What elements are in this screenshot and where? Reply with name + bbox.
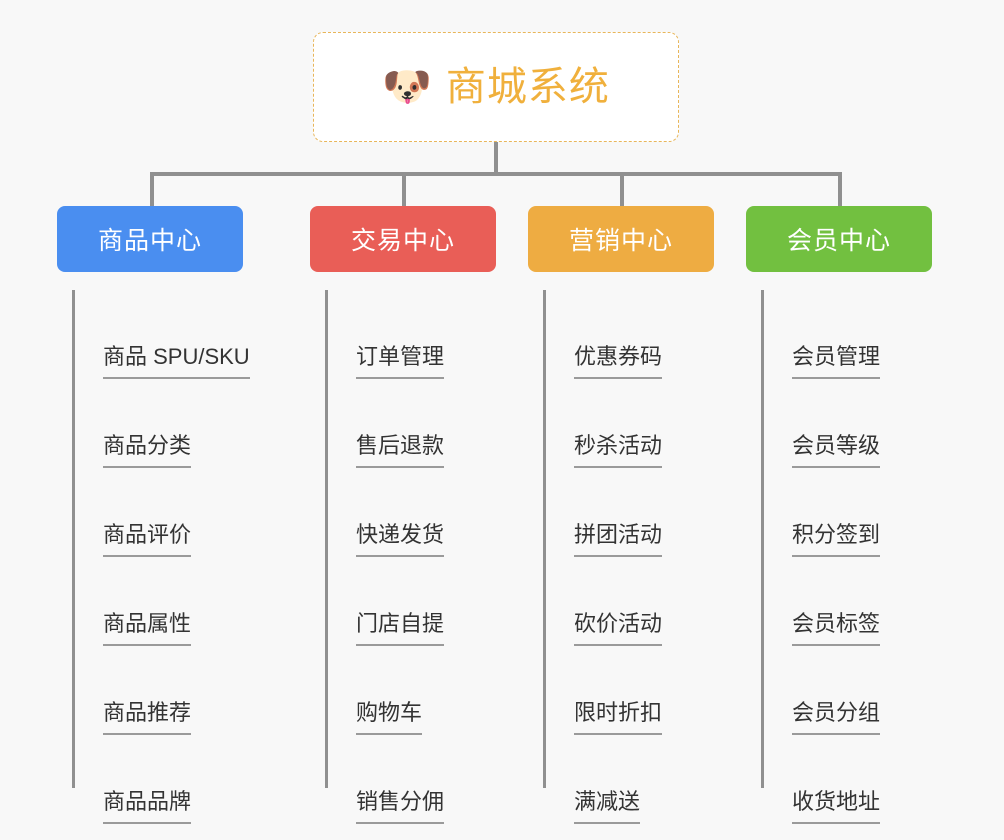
connector-root-stem <box>494 142 498 174</box>
leaf-label: 购物车 <box>356 700 423 735</box>
branch-column-3: 会员中心 会员管理 会员等级 积分签到 会员标签 会员分组 收货地址 <box>746 206 946 824</box>
leaf-label: 商品品牌 <box>103 789 192 824</box>
list-item[interactable]: 会员分组 <box>764 646 946 735</box>
list-item[interactable]: 商品品牌 <box>75 735 307 824</box>
category-header-1[interactable]: 交易中心 <box>310 206 496 272</box>
leaf-label: 销售分佣 <box>356 789 445 824</box>
list-item[interactable]: 会员等级 <box>764 379 946 468</box>
list-item[interactable]: 会员标签 <box>764 557 946 646</box>
branch-column-2: 营销中心 优惠券码 秒杀活动 拼团活动 砍价活动 限时折扣 满减送 <box>528 206 728 824</box>
leaf-label: 限时折扣 <box>574 700 663 735</box>
leaf-label: 售后退款 <box>356 433 445 468</box>
connector-drop-1 <box>402 172 406 210</box>
category-label-3: 会员中心 <box>786 227 891 255</box>
leaf-label: 会员标签 <box>792 611 881 646</box>
category-header-0[interactable]: 商品中心 <box>57 206 243 272</box>
list-item[interactable]: 拼团活动 <box>546 468 728 557</box>
leaf-label: 满减送 <box>574 789 641 824</box>
leaf-label: 会员管理 <box>792 344 881 379</box>
leaf-label: 收货地址 <box>792 789 881 824</box>
list-item[interactable]: 商品评价 <box>75 468 307 557</box>
connector-drop-2 <box>620 172 624 210</box>
list-item[interactable]: 优惠券码 <box>546 290 728 379</box>
list-item[interactable]: 满减送 <box>546 735 728 824</box>
leaf-label: 门店自提 <box>356 611 445 646</box>
leaf-label: 商品推荐 <box>103 700 192 735</box>
child-list-3: 会员管理 会员等级 积分签到 会员标签 会员分组 收货地址 <box>746 290 946 824</box>
leaf-label: 秒杀活动 <box>574 433 663 468</box>
list-item[interactable]: 秒杀活动 <box>546 379 728 468</box>
list-item[interactable]: 商品分类 <box>75 379 307 468</box>
connector-drop-0 <box>150 172 154 210</box>
leaf-label: 商品属性 <box>103 611 192 646</box>
leaf-label: 会员分组 <box>792 700 881 735</box>
list-item[interactable]: 会员管理 <box>764 290 946 379</box>
child-list-2: 优惠券码 秒杀活动 拼团活动 砍价活动 限时折扣 满减送 <box>528 290 728 824</box>
leaf-label: 商品分类 <box>103 433 192 468</box>
list-item[interactable]: 收货地址 <box>764 735 946 824</box>
dog-face-icon: 🐶 <box>382 65 432 109</box>
connector-drop-3 <box>838 172 842 210</box>
list-item[interactable]: 商品属性 <box>75 557 307 646</box>
branch-column-0: 商品中心 商品 SPU/SKU 商品分类 商品评价 商品属性 商品推荐 商品品牌 <box>57 206 307 824</box>
child-list-0: 商品 SPU/SKU 商品分类 商品评价 商品属性 商品推荐 商品品牌 <box>57 290 307 824</box>
category-label-1: 交易中心 <box>350 227 455 255</box>
list-item[interactable]: 购物车 <box>328 646 530 735</box>
category-header-3[interactable]: 会员中心 <box>746 206 932 272</box>
child-list-1: 订单管理 售后退款 快递发货 门店自提 购物车 销售分佣 <box>310 290 530 824</box>
root-title: 商城系统 <box>445 65 610 109</box>
leaf-label: 砍价活动 <box>574 611 663 646</box>
list-item[interactable]: 快递发货 <box>328 468 530 557</box>
leaf-label: 商品评价 <box>103 522 192 557</box>
list-item[interactable]: 销售分佣 <box>328 735 530 824</box>
leaf-label: 商品 SPU/SKU <box>103 344 250 379</box>
category-header-2[interactable]: 营销中心 <box>528 206 714 272</box>
list-item[interactable]: 售后退款 <box>328 379 530 468</box>
list-item[interactable]: 商品 SPU/SKU <box>75 290 307 379</box>
leaf-label: 积分签到 <box>792 522 881 557</box>
list-item[interactable]: 门店自提 <box>328 557 530 646</box>
leaf-label: 会员等级 <box>792 433 881 468</box>
category-label-0: 商品中心 <box>97 227 202 255</box>
root-node[interactable]: 🐶 商城系统 <box>313 32 679 142</box>
list-item[interactable]: 订单管理 <box>328 290 530 379</box>
leaf-label: 订单管理 <box>356 344 445 379</box>
leaf-label: 快递发货 <box>356 522 445 557</box>
list-item[interactable]: 砍价活动 <box>546 557 728 646</box>
list-item[interactable]: 限时折扣 <box>546 646 728 735</box>
list-item[interactable]: 积分签到 <box>764 468 946 557</box>
connector-horizontal-bus <box>150 172 840 176</box>
leaf-label: 优惠券码 <box>574 344 663 379</box>
leaf-label: 拼团活动 <box>574 522 663 557</box>
list-item[interactable]: 商品推荐 <box>75 646 307 735</box>
category-label-2: 营销中心 <box>568 227 673 255</box>
branch-column-1: 交易中心 订单管理 售后退款 快递发货 门店自提 购物车 销售分佣 <box>310 206 530 824</box>
